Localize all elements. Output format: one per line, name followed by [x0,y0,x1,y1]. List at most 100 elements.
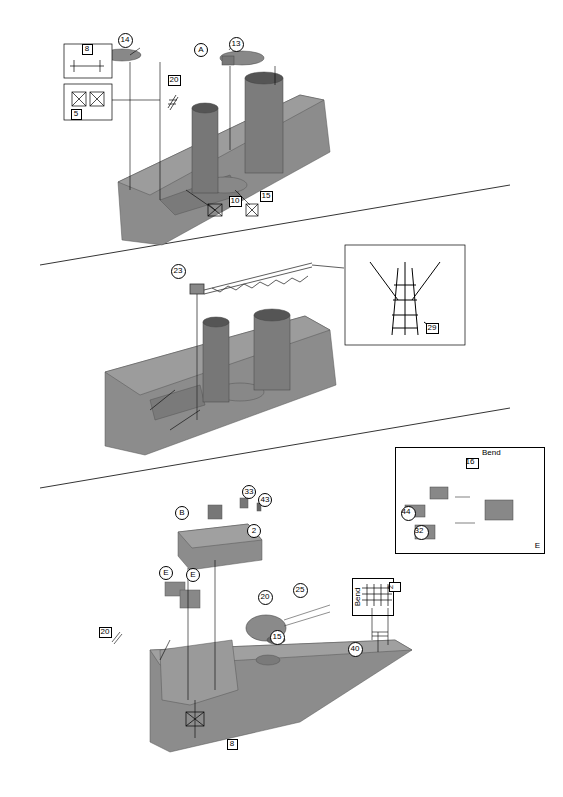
callout-number: 20 [258,590,273,605]
part-number-box: 20 [168,75,181,86]
superstructure [180,590,200,608]
hull-section [256,655,280,665]
callout-number: 2 [247,524,261,538]
turret [246,605,330,644]
part-sketch [208,204,222,216]
funnel [192,103,218,113]
turret [246,615,286,641]
note-label: Bend [482,449,501,457]
leader-line [230,66,231,150]
callout-text: 20 [261,593,270,601]
hull-section [118,95,330,245]
part-sketch [168,95,178,110]
funnel [192,108,218,193]
leader-line [130,62,131,190]
callout-text: 16 [466,458,475,466]
crane-mast [405,262,406,335]
leader-line [110,44,275,210]
funnel [192,72,283,193]
leader-line [112,560,388,738]
inset-panel: Bend2 [352,578,394,616]
callout-text: E [163,569,168,577]
leader-line [215,560,216,690]
leader-line [130,48,140,55]
hull-section [105,316,336,455]
part-sketch [72,92,86,106]
hull-section [118,95,324,195]
callout-text: 20 [101,628,110,636]
crane [204,267,312,294]
leader-line [372,632,388,652]
hull-section [118,95,330,245]
part-sketch [100,60,101,72]
part-number-box: 15 [260,191,273,202]
callout-number: E [186,568,200,582]
callout-text: 5 [74,110,78,118]
leader-line [388,608,389,645]
inset-label: Bend [354,588,362,607]
crane-mast [412,268,418,335]
callout-number: 43 [258,493,272,507]
callout-text: 23 [174,267,183,275]
funnel [245,78,283,173]
boat [222,56,234,65]
inset-sketch [405,487,513,539]
callout-number: 33 [242,485,256,499]
callout-text: 33 [245,488,254,496]
superstructure [165,498,262,608]
boat [103,49,264,65]
part-sketch [208,204,222,216]
part-sketch [72,92,86,106]
part-number-box: 8 [227,739,238,750]
leader-line [160,62,161,200]
part-number-box: 20 [99,627,112,638]
leader-line [150,390,200,430]
leader-line [170,410,200,430]
callout-number: 44 [401,506,416,521]
callout-number: 14 [118,33,133,48]
crane [212,276,308,292]
part-sketch [186,712,204,726]
superstructure [208,505,222,519]
part-number-box: 10 [229,196,242,207]
part-sketch [70,66,104,67]
callout-text: 32 [415,527,424,535]
callout-number: E [159,566,173,580]
callout-text: E [190,571,195,579]
part-sketch [246,204,258,216]
boat [220,51,264,65]
funnel [254,315,290,390]
funnel [203,322,229,402]
part-frame [64,44,112,120]
callout-text: 29 [428,324,437,332]
crane [312,265,344,268]
part-sketch [74,60,75,72]
callout-text: A [198,46,203,54]
part-number-box: 29 [426,323,439,334]
funnel [254,309,290,321]
crane-mast [412,262,440,300]
callout-text: 25 [296,586,305,594]
inset-sketch [430,487,448,499]
inset-sketch [455,497,475,523]
part-number-box: 2 [389,582,401,592]
leader-line [160,640,170,660]
superstructure [178,524,262,548]
crane-mast [370,262,440,335]
superstructure [240,498,248,508]
part-sketch [186,712,204,726]
crane [190,284,204,294]
callout-number: 15 [270,630,285,645]
callout-number: 32 [414,525,429,540]
part-number-box: 5 [71,109,82,120]
crane-mast [392,285,418,328]
part-sketch [90,92,104,106]
part-sketch [208,204,222,216]
leader-line [188,568,189,700]
crane [197,294,198,420]
crane [190,263,344,420]
callout-number: 23 [171,264,186,279]
part-sketch [246,204,258,216]
part-frame [64,84,112,120]
part-sketch [186,712,204,726]
